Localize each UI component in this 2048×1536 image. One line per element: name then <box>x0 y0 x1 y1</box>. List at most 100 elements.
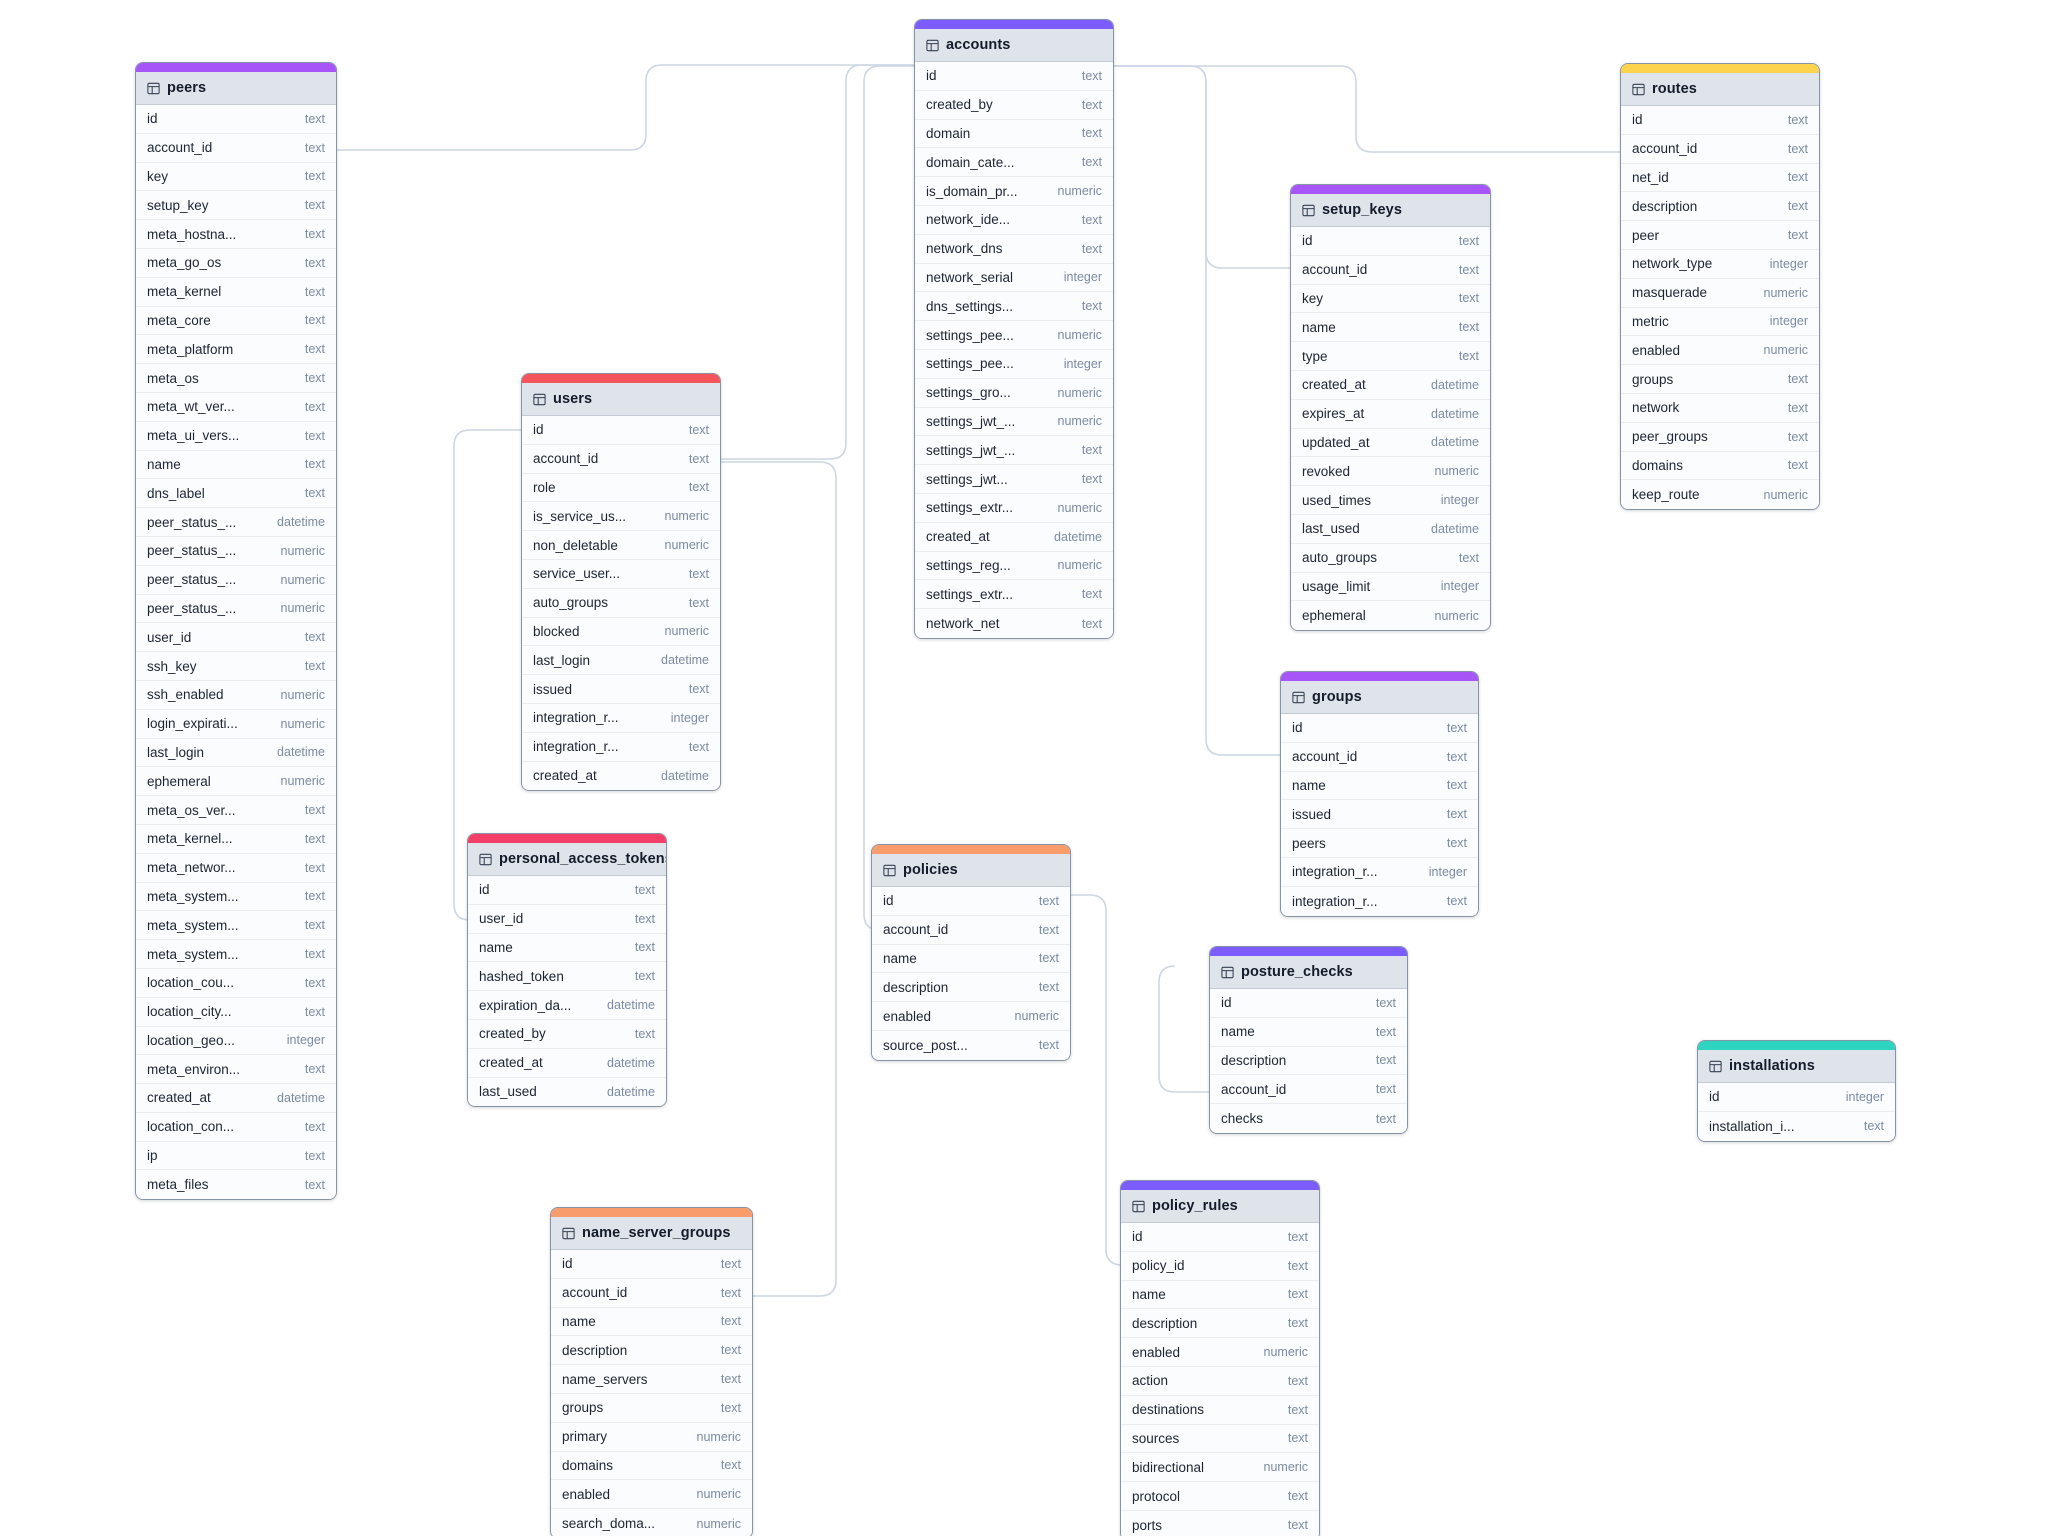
table-field-row[interactable]: meta_system...text <box>136 940 336 969</box>
table-field-row[interactable]: meta_kernel...text <box>136 824 336 854</box>
table-field-row[interactable]: network_ide...text <box>915 205 1113 235</box>
table-field-row[interactable]: settings_gro...numeric <box>915 378 1113 408</box>
table-field-row[interactable]: settings_jwt...text <box>915 465 1113 494</box>
table-field-row[interactable]: settings_pee...integer <box>915 349 1113 379</box>
table-field-row[interactable]: search_doma...numeric <box>551 1509 752 1536</box>
table-header[interactable]: installations <box>1698 1050 1895 1083</box>
table-field-row[interactable]: installation_i...text <box>1698 1111 1895 1141</box>
table-header[interactable]: groups <box>1281 681 1478 714</box>
table-field-row[interactable]: location_con...text <box>136 1112 336 1142</box>
table-field-row[interactable]: location_cou...text <box>136 968 336 998</box>
table-field-row[interactable]: settings_jwt_...text <box>915 436 1113 466</box>
table-field-row[interactable]: settings_pee...numeric <box>915 321 1113 350</box>
table-field-row[interactable]: integration_r...text <box>522 732 720 762</box>
table-field-row[interactable]: peer_status_...numeric <box>136 536 336 566</box>
table-header[interactable]: policy_rules <box>1121 1190 1319 1223</box>
table-field-row[interactable]: settings_reg...numeric <box>915 551 1113 581</box>
table-field-row[interactable]: integration_r...text <box>1281 886 1478 916</box>
table-field-row[interactable]: meta_os_ver...text <box>136 796 336 825</box>
table-field-row[interactable]: settings_extr...text <box>915 580 1113 610</box>
table-field-row[interactable]: service_user...text <box>522 559 720 589</box>
table-field-row[interactable]: integration_r...integer <box>1281 857 1478 887</box>
table-field-row[interactable]: meta_system...text <box>136 882 336 912</box>
table-field-row[interactable]: peer_status_...numeric <box>136 594 336 624</box>
table-header[interactable]: setup_keys <box>1291 194 1490 227</box>
table-field-row[interactable]: source_post...text <box>872 1030 1070 1060</box>
table-header[interactable]: name_server_groups <box>551 1217 752 1250</box>
table-field-row[interactable]: location_city...text <box>136 997 336 1027</box>
